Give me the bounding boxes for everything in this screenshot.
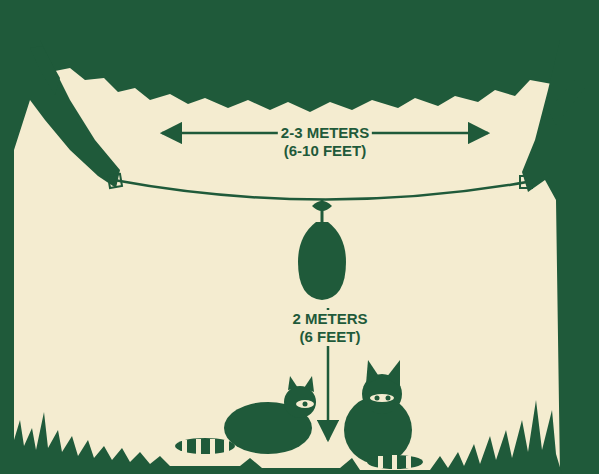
dimension-label: 2 METERS — [289, 310, 370, 328]
raccoon-right — [344, 360, 423, 469]
bag-tie — [312, 201, 332, 211]
raccoon-left — [175, 376, 316, 454]
dimension-label: (6 FEET) — [297, 328, 364, 346]
right-branch — [548, 80, 585, 125]
right-tree — [522, 40, 599, 474]
dimension-label: 2-3 METERS — [278, 124, 372, 142]
clearing — [14, 60, 576, 474]
left-branch — [30, 46, 60, 95]
rope-knot-right — [520, 176, 532, 188]
tree-canopy — [0, 0, 599, 112]
dimension-label: (6-10 FEET) — [281, 142, 370, 160]
rope — [114, 180, 527, 200]
left-tree — [0, 40, 120, 474]
rope-knot-left — [108, 174, 122, 188]
grass — [14, 400, 562, 474]
food-bag — [298, 222, 346, 300]
